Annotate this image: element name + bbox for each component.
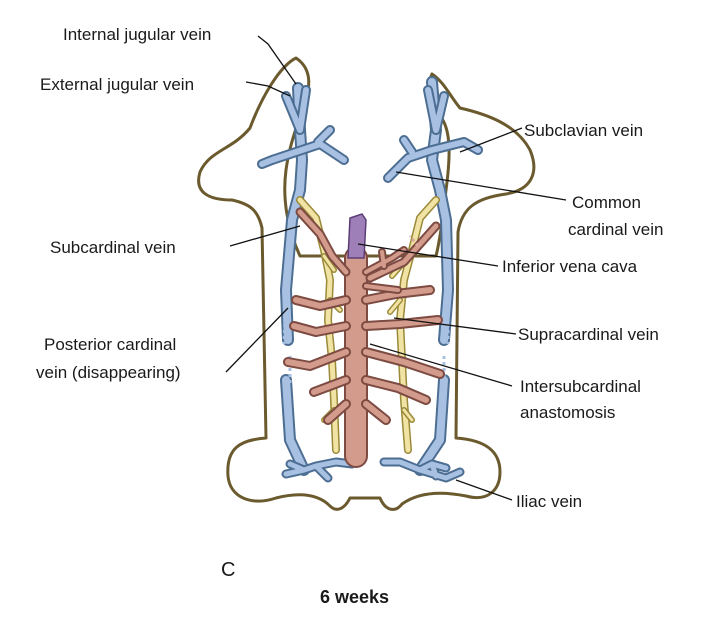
label-iliac-vein: Iliac vein [516,492,582,511]
leader-lines [225,35,567,501]
label-subcardinal-vein: Subcardinal vein [50,238,176,257]
label-subclavian-vein: Subclavian vein [524,121,643,140]
label-intersubcardinal-anastomosis-line2: anastomosis [520,403,615,422]
label-posterior-cardinal-vein-line2: vein (disappearing) [36,363,181,382]
subcardinal-system [283,207,445,468]
label-external-jugular-vein: External jugular vein [40,75,194,94]
label-common-cardinal-vein-line2: cardinal vein [568,220,663,239]
label-supracardinal-vein: Supracardinal vein [518,325,659,344]
label-internal-jugular-vein: Internal jugular vein [63,25,211,44]
label-posterior-cardinal-vein-line1: Posterior cardinal [44,335,176,354]
panel-letter: C [221,559,235,581]
label-common-cardinal-vein-line1: Common [572,193,641,212]
label-inferior-vena-cava: Inferior vena cava [502,257,638,276]
figure-caption: 6 weeks [320,587,389,607]
label-intersubcardinal-anastomosis-line1: Intersubcardinal [520,377,641,396]
ivc-hepatic-segment [347,213,367,259]
left-cardinal-veins [257,82,357,483]
